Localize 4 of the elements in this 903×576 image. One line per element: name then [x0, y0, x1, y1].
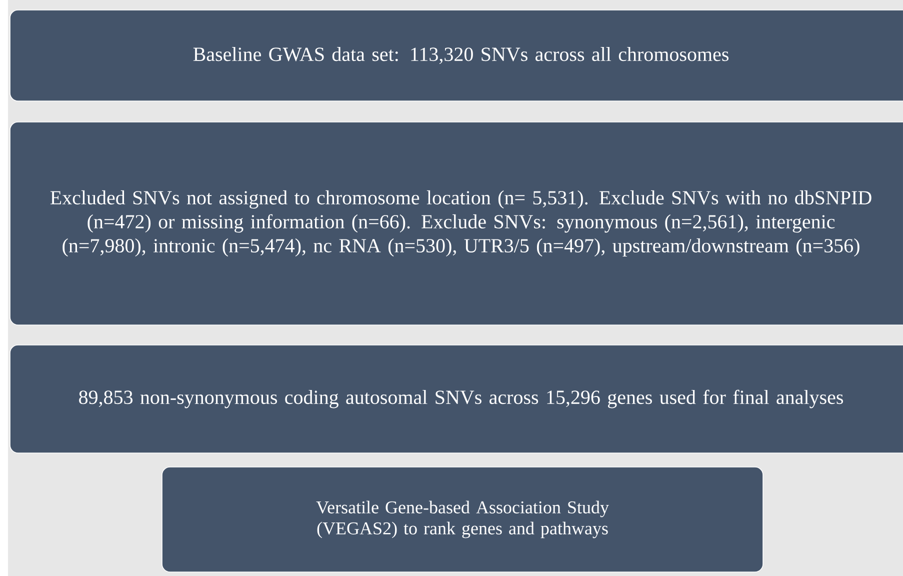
process-box: Baseline GWAS data set: 113,320 SNVs across all chromosomes: [10, 10, 903, 102]
process-box: Versatile Gene-based Association Study (VEGAS2) to rank genes and pathways: [162, 466, 764, 572]
process-box: Excluded SNVs not assigned to chromosome location (n= 5,531). Exclude SNVs with no dbSNPID (n=472) or missing information (n=66). Exclude SNVs: synonymous (n=2,561), intergenic (n=7,980), intronic (n=5,474), nc RNA (n=530), UTR3/5 (n=497), upstream/downstream (n=356): [10, 122, 903, 326]
process-box: 89,853 non-synonymous coding autosomal SNVs across 15,296 genes used for final analyses: [10, 344, 903, 454]
